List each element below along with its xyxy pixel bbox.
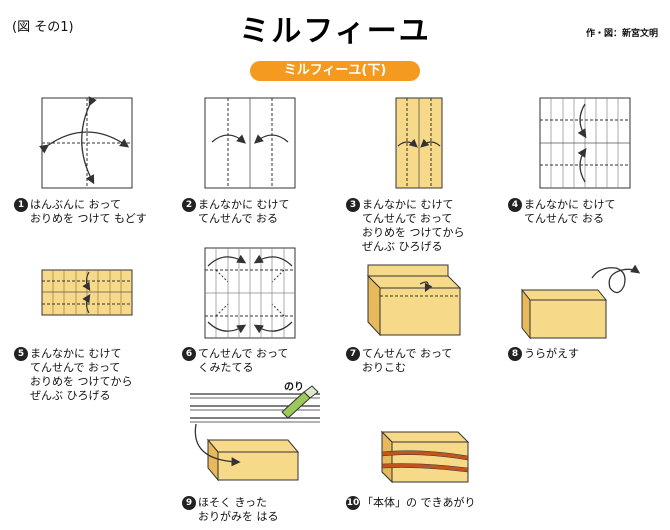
page-title: ミルフィーユ (239, 14, 431, 49)
step-6-number: 6 (182, 347, 196, 361)
step-2-number: 2 (182, 198, 196, 212)
step-4-diagram (539, 97, 631, 189)
step-9-number: 9 (182, 496, 196, 510)
step-5-diagram (41, 269, 133, 316)
step-6-diagram (204, 247, 296, 339)
credit-text: 作・図：新宮文明 (585, 29, 658, 39)
step-1-diagram (39, 96, 133, 189)
figure-label: (図 その1) (12, 20, 74, 35)
step-9-diagram (190, 385, 320, 482)
step-8-diagram (520, 264, 641, 340)
step-3-number: 3 (346, 198, 360, 212)
step-5-number: 5 (14, 347, 28, 361)
glue-label: のり (284, 382, 304, 393)
step-10-number: 10 (346, 496, 360, 510)
step-2-diagram (204, 97, 296, 189)
step-1-number: 1 (14, 198, 28, 212)
step-8-number: 8 (508, 347, 522, 361)
glue-stick-icon (281, 385, 319, 419)
step-10-caption: 10「本体」の できあがり (346, 496, 476, 510)
step-7-number: 7 (346, 347, 360, 361)
step-3-diagram (395, 97, 443, 189)
section-banner: ミルフィーユ(下) (250, 61, 420, 81)
step-4-number: 4 (508, 198, 522, 212)
step-7-diagram (366, 264, 462, 337)
step-10-diagram (380, 430, 470, 484)
